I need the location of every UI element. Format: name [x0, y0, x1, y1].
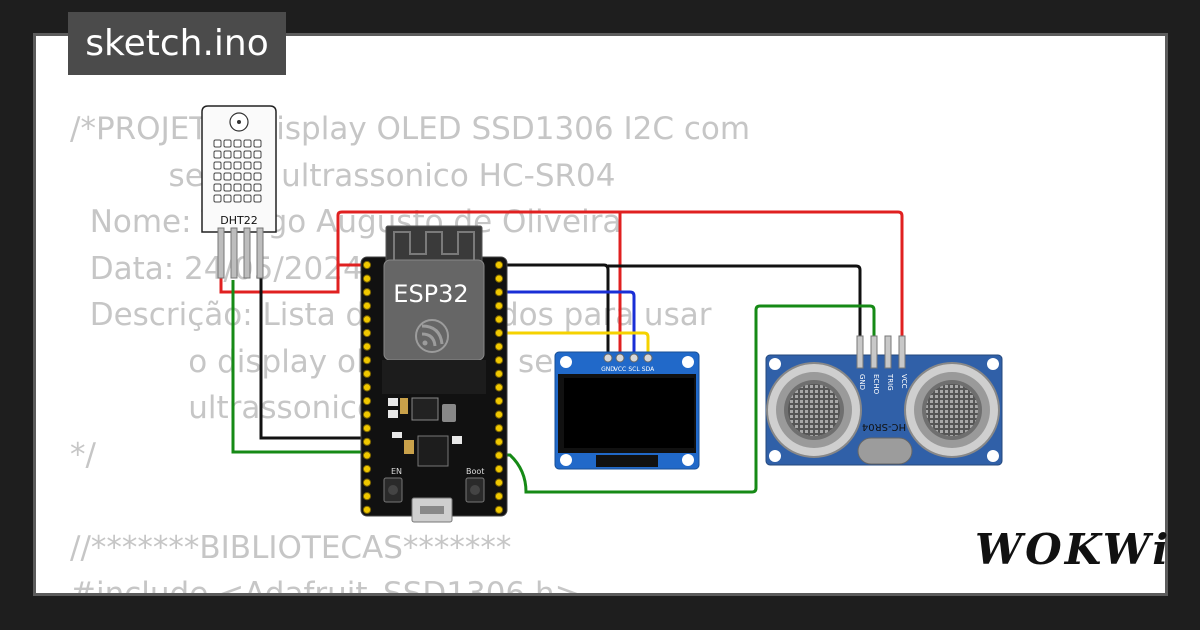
esp32-label: ESP32	[393, 280, 468, 308]
code-line: */	[70, 436, 96, 473]
oled-pin-label: SDA	[642, 366, 655, 373]
hcsr04-pin-gnd[interactable]	[856, 335, 864, 369]
esp32-pin[interactable]	[362, 383, 372, 392]
esp32-pin[interactable]	[494, 437, 504, 446]
transducer-right	[904, 362, 1000, 458]
file-tab-sketch-ino[interactable]: sketch.ino	[68, 12, 286, 75]
esp32-pin[interactable]	[494, 315, 504, 324]
code-line: Data: 24/05/2024	[70, 250, 363, 287]
esp32-pin[interactable]	[362, 315, 372, 324]
crystal-oscillator	[857, 437, 913, 465]
esp32-board[interactable]: ESP32 EN Boot	[360, 225, 508, 523]
oled-pin-scl[interactable]	[629, 353, 639, 363]
esp32-pin[interactable]	[362, 342, 372, 351]
esp32-pin[interactable]	[362, 301, 372, 310]
esp32-pin[interactable]	[362, 505, 372, 514]
oled-pin-gnd[interactable]	[603, 353, 613, 363]
esp32-pin[interactable]	[362, 451, 372, 460]
esp32-pin[interactable]	[362, 260, 372, 270]
esp32-pin[interactable]	[494, 478, 504, 487]
esp32-pin[interactable]	[494, 356, 504, 365]
esp32-pin[interactable]	[494, 492, 504, 501]
boot-label: Boot	[466, 467, 484, 476]
simulation-canvas: /*PROJETO: Display OLED SSD1306 I2C com …	[33, 33, 1168, 596]
hcsr04-sensor[interactable]: HC-SR04 GND ECHO TRIG VCC	[765, 335, 1003, 466]
esp32-pin[interactable]	[362, 410, 372, 419]
code-line: #include <Adafruit_SSD1306.h>	[70, 576, 581, 596]
esp32-pin[interactable]	[362, 369, 372, 378]
en-label: EN	[391, 467, 402, 476]
wire-dht-data	[259, 255, 365, 440]
oled-pin-sda[interactable]	[643, 353, 653, 363]
esp32-pin[interactable]	[494, 288, 504, 297]
oled-pin-vcc[interactable]	[615, 353, 625, 363]
espressif-logo-icon	[415, 319, 449, 353]
dht22-sensor[interactable]: DHT22	[201, 105, 277, 279]
code-line: /*PROJETO: Display OLED SSD1306 I2C com	[70, 111, 751, 147]
esp32-pin[interactable]	[362, 274, 372, 283]
esp32-pin[interactable]	[362, 328, 372, 338]
esp32-pin[interactable]	[494, 424, 504, 433]
esp32-pin[interactable]	[494, 396, 504, 406]
hcsr04-pin-label: ECHO	[872, 374, 880, 395]
oled-screen	[564, 378, 694, 448]
hcsr04-pin-trig[interactable]	[884, 335, 892, 369]
esp32-pin[interactable]	[362, 478, 372, 487]
oled-pin-label: GND	[601, 366, 615, 373]
esp32-pin[interactable]	[494, 260, 504, 270]
code-line: //*******BIBLIOTECAS*******	[70, 529, 512, 566]
wire-sda	[496, 331, 650, 358]
hcsr04-pin-echo[interactable]	[870, 335, 878, 369]
esp32-pin[interactable]	[362, 288, 372, 297]
esp32-pin[interactable]	[494, 369, 504, 378]
wire-echo-trig	[496, 304, 876, 494]
esp32-pin[interactable]	[494, 328, 504, 338]
transducer-left	[766, 362, 862, 458]
oled-pin-label: VCC	[614, 366, 626, 373]
esp32-pin[interactable]	[362, 464, 372, 474]
esp32-pin[interactable]	[494, 383, 504, 392]
dht22-label: DHT22	[220, 214, 257, 227]
esp32-pin[interactable]	[362, 424, 372, 433]
hcsr04-pin-vcc[interactable]	[898, 335, 906, 369]
esp32-pin[interactable]	[362, 437, 372, 446]
oled-pin-label: SCL	[628, 366, 640, 373]
wire-gnd-hcsr04	[608, 264, 862, 358]
esp32-pin[interactable]	[362, 492, 372, 501]
esp32-pin[interactable]	[494, 451, 504, 460]
wire-dht-gnd	[231, 280, 365, 454]
wire-dht-vcc	[219, 250, 365, 294]
wire-scl	[496, 290, 636, 358]
code-line: ultrassonico	[70, 390, 376, 426]
wires	[219, 210, 904, 494]
esp32-pin[interactable]	[494, 301, 504, 310]
hcsr04-pin-label: GND	[858, 374, 866, 390]
antenna-icon	[393, 231, 475, 260]
esp32-pin[interactable]	[494, 274, 504, 283]
esp32-pin[interactable]	[494, 464, 504, 474]
esp32-pin[interactable]	[362, 356, 372, 365]
esp32-pin[interactable]	[494, 505, 504, 514]
hcsr04-label: HC-SR04	[862, 421, 906, 432]
wokwi-logo[interactable]: WOKWi	[975, 525, 1172, 574]
esp32-pin[interactable]	[494, 342, 504, 351]
esp32-pin[interactable]	[362, 396, 372, 406]
esp32-pin[interactable]	[494, 410, 504, 419]
hcsr04-pin-label: TRIG	[886, 373, 894, 391]
wire-gnd-oled	[496, 263, 610, 358]
hcsr04-pin-label: VCC	[900, 374, 908, 389]
